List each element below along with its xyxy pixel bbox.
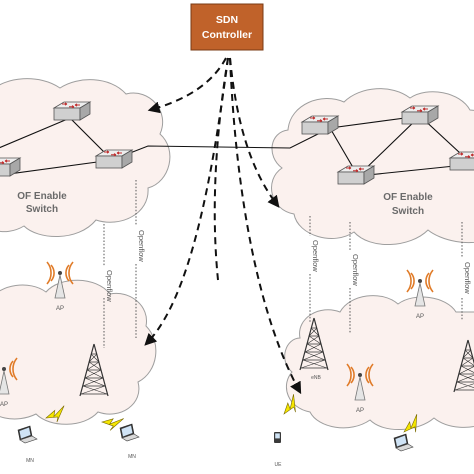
- ap-left-label: AP: [56, 306, 64, 312]
- left-cloud-label-line2: Switch: [26, 204, 58, 215]
- mn-laptop-right[interactable]: [119, 423, 140, 442]
- openflow-label-right-2: Openflow: [351, 254, 360, 286]
- openflow-dotted-links: [103, 180, 463, 348]
- left-access-cloud: [0, 279, 157, 425]
- of-switch-right-top[interactable]: [401, 105, 439, 125]
- sdn-controller-box[interactable]: SDN Controller: [190, 3, 264, 51]
- right-cloud-label-line1: OF Enable: [383, 192, 433, 203]
- of-switch-left-bottom[interactable]: [95, 149, 133, 169]
- ue-label: UE: [275, 462, 283, 468]
- of-switch-right-bottom[interactable]: [337, 165, 375, 185]
- ap-left-lower-label: AP: [0, 402, 8, 408]
- openflow-label-right-3: Openflow: [463, 262, 472, 294]
- controller-label-line1: SDN: [216, 14, 238, 26]
- ap-right-upper-label: AP: [416, 314, 424, 320]
- openflow-label-left-1: Openflow: [105, 270, 114, 302]
- enb-right-label: eNB: [311, 375, 321, 381]
- mn-left-label: MN: [26, 458, 34, 464]
- mn-right-label: MN: [128, 454, 136, 460]
- of-switch-right-left[interactable]: [301, 115, 339, 135]
- ap-right-lower-label: AP: [356, 408, 364, 414]
- left-cloud-label-line1: OF Enable: [17, 191, 67, 202]
- controller-control-arrows: [144, 57, 302, 395]
- left-core-cloud: [0, 78, 171, 237]
- right-access-cloud: [284, 295, 474, 431]
- openflow-label-right-1: Openflow: [311, 240, 320, 272]
- mn-laptop-far-right[interactable]: [393, 433, 414, 452]
- ue-handheld[interactable]: [274, 432, 281, 443]
- right-cloud-label-line2: Switch: [392, 206, 424, 217]
- mn-laptop-left[interactable]: [17, 425, 38, 444]
- of-switch-left-top[interactable]: [53, 101, 91, 121]
- controller-label-line2: Controller: [202, 29, 252, 41]
- openflow-label-left-2: Openflow: [137, 230, 146, 262]
